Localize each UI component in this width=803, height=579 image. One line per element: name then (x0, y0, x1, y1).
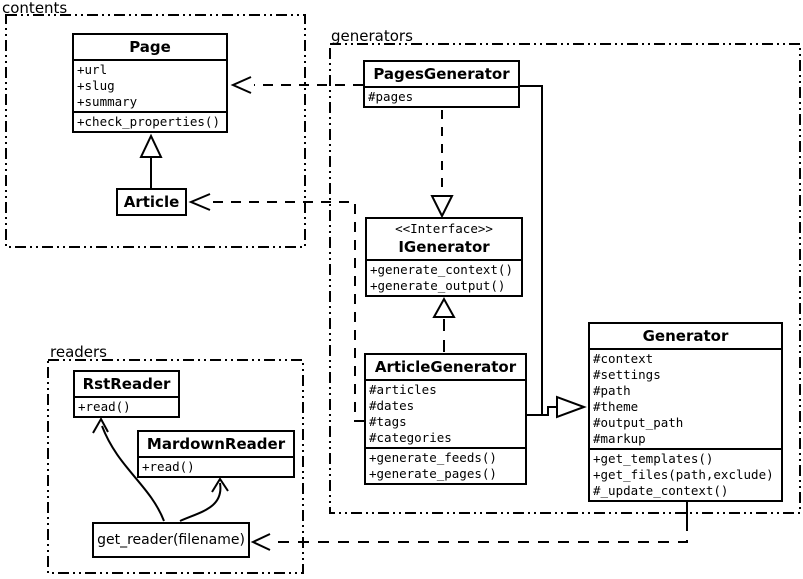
class-attributes-page: +url +slug +summary (74, 59, 226, 111)
attribute: #settings (593, 367, 661, 382)
realization-articlegenerator-to-igenerator (432, 296, 456, 352)
method: +get_templates() (593, 451, 714, 466)
class-title-mardownreader: MardownReader (146, 435, 286, 453)
attribute: #context (593, 351, 654, 366)
class-attributes-pagesgenerator: #pages (365, 86, 518, 106)
class-box-page: Page +url +slug +summary +check_properti… (72, 33, 228, 133)
class-stereotype-igenerator: <<Interface>> (395, 221, 493, 236)
class-attributes-articlegenerator: #articles #dates #tags #categories (366, 379, 525, 447)
class-title-page: Page (129, 38, 171, 56)
attribute: #tags (369, 414, 407, 429)
attribute: #markup (593, 431, 646, 446)
attribute: #theme (593, 399, 639, 414)
class-box-generator: Generator #context #settings #path #them… (588, 322, 783, 502)
attribute: +summary (77, 94, 138, 109)
class-methods-generator: +get_templates() +get_files(path,exclude… (590, 448, 781, 500)
function-box-get-reader: get_reader(filename) (92, 522, 250, 558)
class-title-generator: Generator (642, 327, 729, 345)
attribute: #articles (369, 382, 437, 397)
attribute: #dates (369, 398, 415, 413)
class-title-pagesgenerator: PagesGenerator (373, 65, 510, 83)
dependency-pagesgenerator-to-page (230, 76, 363, 94)
method: +generate_pages() (369, 466, 497, 481)
class-box-mardownreader: MardownReader +read() (137, 430, 295, 478)
class-title-article: Article (123, 193, 180, 211)
class-methods-articlegenerator: +generate_feeds() +generate_pages() (366, 447, 525, 483)
method: +generate_feeds() (369, 450, 497, 465)
class-methods-page: +check_properties() (74, 111, 226, 131)
class-box-article: Article (116, 188, 187, 216)
class-attributes-generator: #context #settings #path #theme #output_… (590, 348, 781, 448)
attribute: #path (593, 383, 631, 398)
attribute: +url (77, 62, 108, 77)
class-box-articlegenerator: ArticleGenerator #articles #dates #tags … (364, 353, 527, 485)
method: +get_files(path,exclude) (593, 467, 774, 482)
attribute: #categories (369, 430, 452, 445)
package-label-contents: contents (2, 0, 68, 17)
class-box-igenerator: <<Interface>> IGenerator +generate_conte… (365, 217, 523, 297)
inheritance-generators-to-generator (520, 85, 587, 419)
method: #_update_context() (593, 483, 729, 498)
class-methods-igenerator: +generate_context() +generate_output() (367, 259, 521, 295)
class-box-rstreader: RstReader +read() (73, 370, 180, 418)
method: +check_properties() (77, 114, 220, 129)
attribute: +slug (77, 78, 115, 93)
arrow-getreader-to-mardownreader (179, 477, 229, 522)
method: +generate_context() (370, 262, 513, 277)
method: +read() (142, 459, 195, 474)
attribute: #output_path (593, 415, 684, 430)
dependency-articlegenerator-to-article (188, 193, 364, 422)
class-methods-mardownreader: +read() (139, 456, 293, 476)
inheritance-article-to-page (139, 133, 163, 190)
class-header-igenerator: <<Interface>> IGenerator (367, 219, 521, 259)
method: +generate_output() (370, 278, 506, 293)
class-title-igenerator: IGenerator (398, 238, 490, 256)
realization-pagesgenerator-to-igenerator (430, 110, 454, 219)
attribute: #pages (368, 89, 414, 104)
class-methods-rstreader: +read() (75, 396, 178, 416)
class-title-articlegenerator: ArticleGenerator (374, 358, 517, 376)
class-box-pagesgenerator: PagesGenerator #pages (363, 60, 520, 108)
package-label-readers: readers (50, 343, 107, 361)
class-title-rstreader: RstReader (82, 375, 171, 393)
package-label-generators: generators (331, 27, 413, 45)
dependency-generator-to-getreader (250, 501, 688, 551)
method: +read() (78, 399, 131, 414)
